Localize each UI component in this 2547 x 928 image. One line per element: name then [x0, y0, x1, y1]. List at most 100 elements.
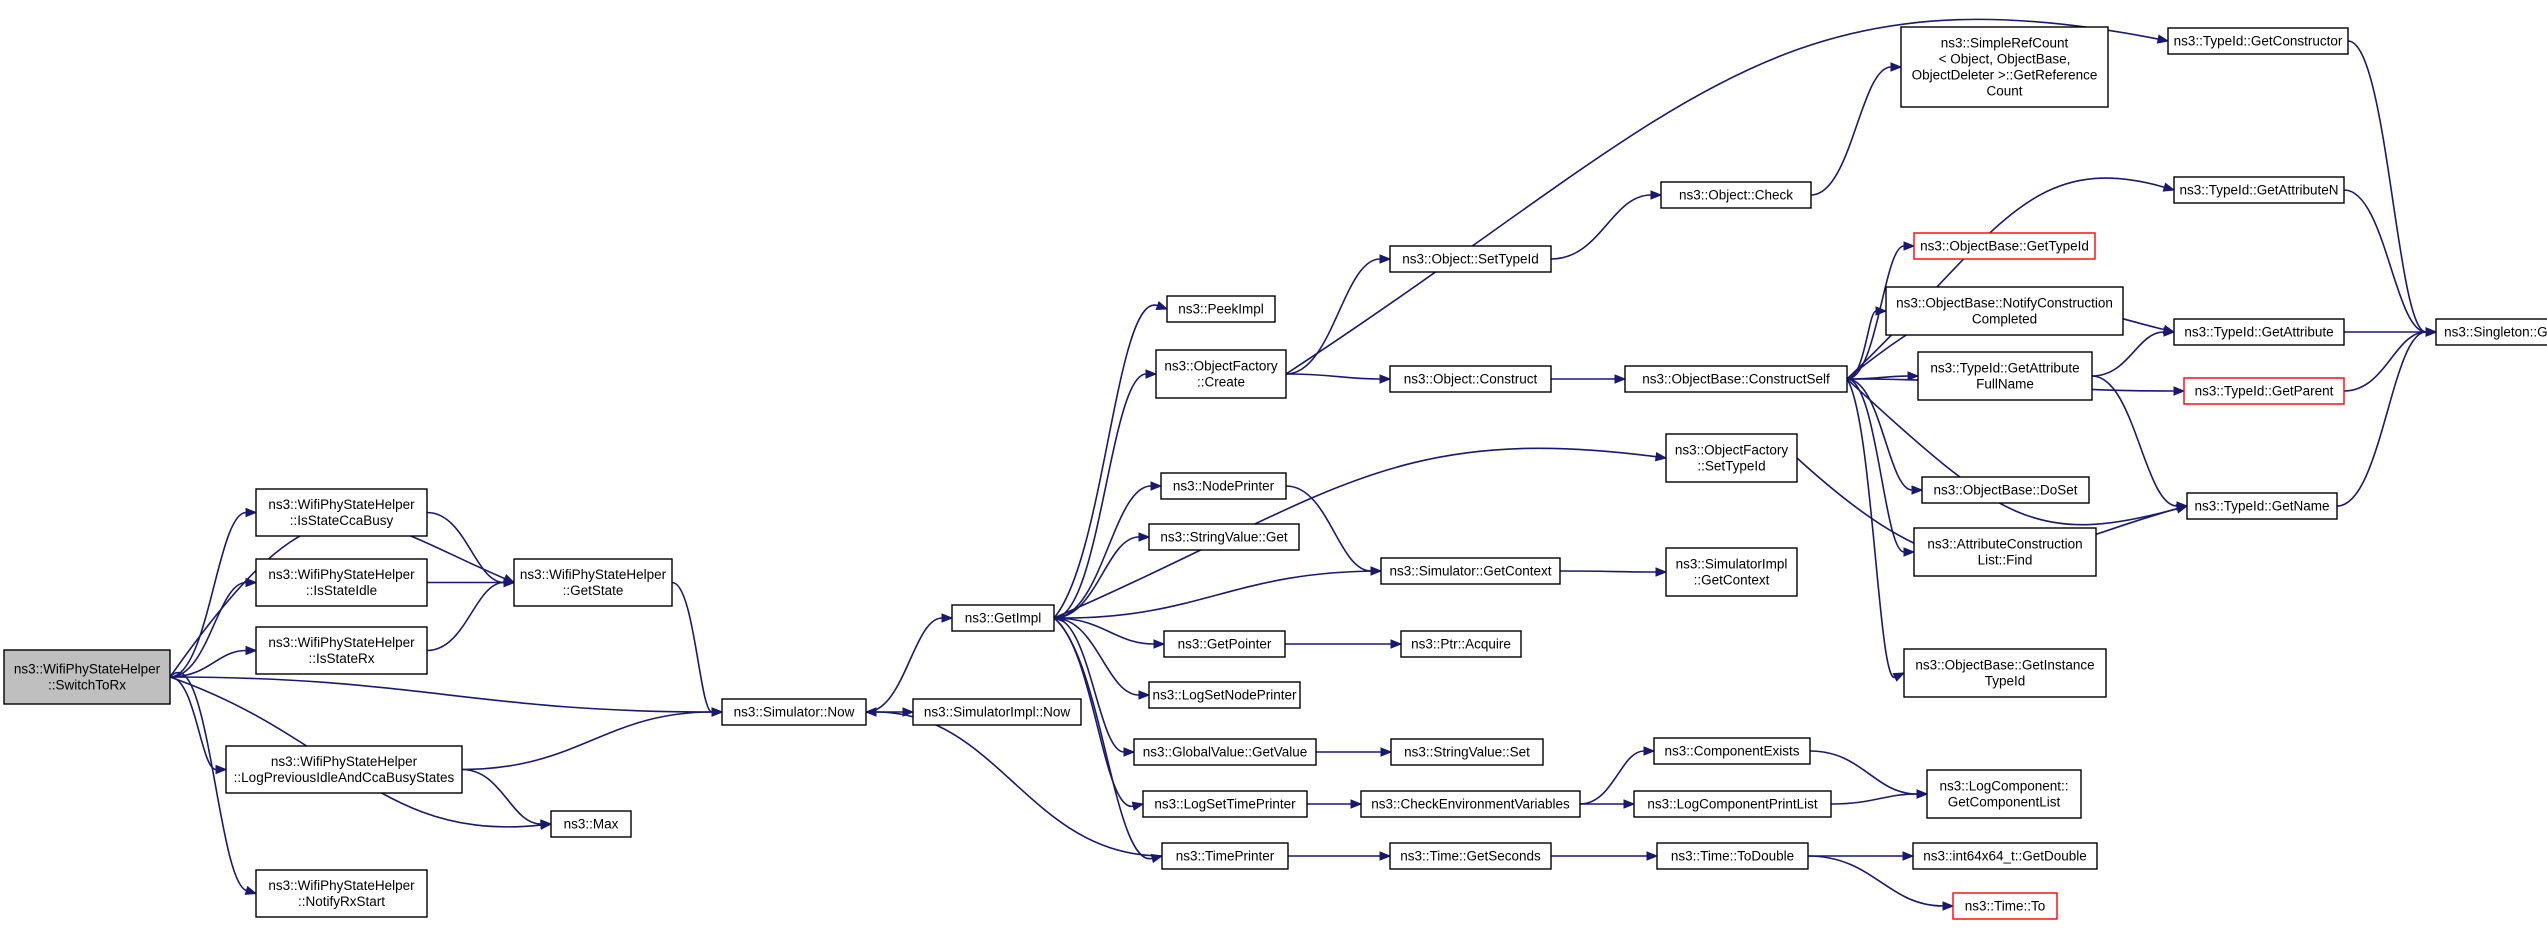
node-label: ns3::ObjectFactory	[1164, 359, 1278, 374]
node-nodePrinter[interactable]: ns3::NodePrinter	[1160, 472, 1287, 500]
node-isStateIdle[interactable]: ns3::WifiPhyStateHelper::IsStateIdle	[255, 558, 428, 607]
edge-logPrev-to-max	[461, 768, 553, 829]
node-label: ns3::SimpleRefCount	[1941, 36, 2069, 51]
edge-typeIdGetAttributeN-to-singletonGet	[2343, 189, 2438, 337]
edge-line	[875, 711, 1163, 857]
node-typeIdGetName[interactable]: ns3::TypeId::GetName	[2186, 492, 2338, 520]
node-logPrev[interactable]: ns3::WifiPhyStateHelper::LogPreviousIdle…	[225, 745, 463, 794]
arrowhead	[2425, 327, 2438, 337]
node-simGetContext[interactable]: ns3::Simulator::GetContext	[1380, 557, 1561, 585]
node-simImplGetContext[interactable]: ns3::SimulatorImpl::GetContext	[1665, 547, 1798, 597]
edge-line	[1559, 570, 1657, 573]
node-label: ::GetContext	[1694, 573, 1770, 588]
node-box	[3, 649, 171, 705]
node-label: ns3::Simulator::GetContext	[1389, 564, 1551, 579]
node-box	[1624, 365, 1848, 393]
node-timePrinter[interactable]: ns3::TimePrinter	[1161, 842, 1289, 870]
node-objBaseDoSet[interactable]: ns3::ObjectBase::DoSet	[1921, 476, 2090, 504]
edge-isStateRx-to-getState	[426, 577, 516, 652]
node-box	[2186, 492, 2338, 520]
node-logComponentGetList[interactable]: ns3::LogComponent::GetComponentList	[1926, 769, 2082, 819]
node-box	[550, 810, 632, 838]
arrowhead	[1907, 371, 1920, 381]
node-timeGetSeconds[interactable]: ns3::Time::GetSeconds	[1389, 842, 1552, 870]
node-simpleRefCount[interactable]: ns3::SimpleRefCount< Object, ObjectBase,…	[1900, 26, 2109, 108]
arrowhead	[1138, 532, 1151, 542]
edge-switchToRx-to-notifyRxStart	[169, 672, 258, 895]
arrowhead	[1150, 853, 1164, 864]
node-objectSetTypeId[interactable]: ns3::Object::SetTypeId	[1389, 245, 1552, 273]
node-stringValueSet[interactable]: ns3::StringValue::Set	[1390, 738, 1544, 766]
edge-typeIdGetParent-to-singletonGet	[2343, 327, 2438, 392]
node-objFactorySetTypeId[interactable]: ns3::ObjectFactory::SetTypeId	[1665, 433, 1798, 483]
arrowhead	[1892, 672, 1906, 682]
node-objectConstruct[interactable]: ns3::Object::Construct	[1389, 365, 1552, 393]
node-simNow[interactable]: ns3::Simulator::Now	[721, 698, 867, 726]
edge-line	[1846, 310, 1877, 380]
node-objBaseNotify[interactable]: ns3::ObjectBase::NotifyConstructionCompl…	[1885, 286, 2124, 336]
edge-objFactoryCreate-to-objectConstruct	[1285, 373, 1392, 384]
node-label: ns3::Max	[564, 817, 619, 832]
node-objBaseGetTypeId[interactable]: ns3::ObjectBase::GetTypeId	[1913, 232, 2096, 260]
node-objBaseConstructSelf[interactable]: ns3::ObjectBase::ConstructSelf	[1624, 365, 1848, 393]
edge-line	[169, 672, 247, 892]
node-timeToDouble[interactable]: ns3::Time::ToDouble	[1656, 842, 1809, 870]
function-nodes: ns3::WifiPhyStateHelper::SwitchToRxns3::…	[3, 26, 2547, 920]
edge-timePrinter-to-simNow	[864, 707, 1163, 857]
node-ptrAcquire[interactable]: ns3::Ptr::Acquire	[1400, 630, 1522, 658]
node-typeIdGetAttribute[interactable]: ns3::TypeId::GetAttribute	[2173, 318, 2345, 346]
node-objectCheck[interactable]: ns3::Object::Check	[1660, 181, 1812, 209]
node-isStateRx[interactable]: ns3::WifiPhyStateHelper::IsStateRx	[255, 626, 428, 675]
edge-objectConstruct-to-objBaseConstructSelf	[1550, 374, 1627, 384]
arrowhead	[503, 577, 516, 588]
node-notifyRxStart[interactable]: ns3::WifiPhyStateHelper::NotifyRxStart	[255, 869, 428, 918]
node-switchToRx[interactable]: ns3::WifiPhyStateHelper::SwitchToRx	[3, 649, 171, 705]
node-getState[interactable]: ns3::WifiPhyStateHelper::GetState	[513, 558, 673, 607]
node-peekImpl[interactable]: ns3::PeekImpl	[1166, 295, 1276, 323]
edge-line	[1053, 447, 1657, 619]
node-box	[1926, 769, 2082, 819]
node-componentExists[interactable]: ns3::ComponentExists	[1653, 737, 1811, 765]
edge-objBaseConstructSelf-to-objBaseNotify	[1846, 306, 1888, 380]
node-objFactoryCreate[interactable]: ns3::ObjectFactory::Create	[1155, 349, 1287, 399]
node-logSetNodePrinter[interactable]: ns3::LogSetNodePrinter	[1148, 681, 1301, 709]
edge-getImpl-to-stringValueGet	[1053, 532, 1151, 619]
node-label: < Object, ObjectBase,	[1939, 52, 2071, 67]
node-getImpl[interactable]: ns3::GetImpl	[951, 604, 1055, 632]
node-box	[1917, 351, 2093, 401]
node-box	[1885, 286, 2124, 336]
node-logComponentPrintList[interactable]: ns3::LogComponentPrintList	[1633, 790, 1832, 818]
node-getPointer[interactable]: ns3::GetPointer	[1163, 630, 1286, 658]
node-box	[1160, 472, 1287, 500]
node-label: ::IsStateCcaBusy	[290, 513, 394, 528]
node-logSetTimePrinter[interactable]: ns3::LogSetTimePrinter	[1142, 790, 1308, 818]
node-checkEnvVars[interactable]: ns3::CheckEnvironmentVariables	[1360, 790, 1581, 818]
node-typeIdGetAttributeN[interactable]: ns3::TypeId::GetAttributeN	[2173, 176, 2345, 204]
node-box	[1389, 365, 1552, 393]
edge-getImpl-to-objFactoryCreate	[1053, 369, 1158, 619]
node-box	[1952, 892, 2058, 920]
node-int64GetDouble[interactable]: ns3::int64x64_t::GetDouble	[1912, 842, 2098, 870]
arrowhead	[1379, 851, 1392, 861]
node-timeTo[interactable]: ns3::Time::To	[1952, 892, 2058, 920]
node-singletonGet[interactable]: ns3::Singleton::Get	[2435, 318, 2547, 346]
edge-line	[2343, 331, 2427, 392]
node-box	[1163, 630, 1286, 658]
node-simImplNow[interactable]: ns3::SimulatorImpl::Now	[912, 698, 1082, 726]
node-box	[1903, 648, 2107, 698]
edge-line	[461, 711, 713, 771]
node-globalValueGetValue[interactable]: ns3::GlobalValue::GetValue	[1133, 738, 1317, 766]
edge-line	[2347, 40, 2427, 333]
node-isStateCcaBusy[interactable]: ns3::WifiPhyStateHelper::IsStateCcaBusy	[255, 488, 428, 537]
node-max[interactable]: ns3::Max	[550, 810, 632, 838]
node-typeIdGetConstructor[interactable]: ns3::TypeId::GetConstructor	[2167, 27, 2349, 55]
node-stringValueGet[interactable]: ns3::StringValue::Get	[1148, 523, 1300, 551]
edge-line	[1053, 617, 1155, 645]
arrowhead	[1623, 799, 1636, 809]
arrowhead	[215, 764, 228, 775]
edge-globalValueGetValue-to-stringValueSet	[1316, 747, 1393, 757]
node-typeIdGetParent[interactable]: ns3::TypeId::GetParent	[2183, 377, 2345, 405]
